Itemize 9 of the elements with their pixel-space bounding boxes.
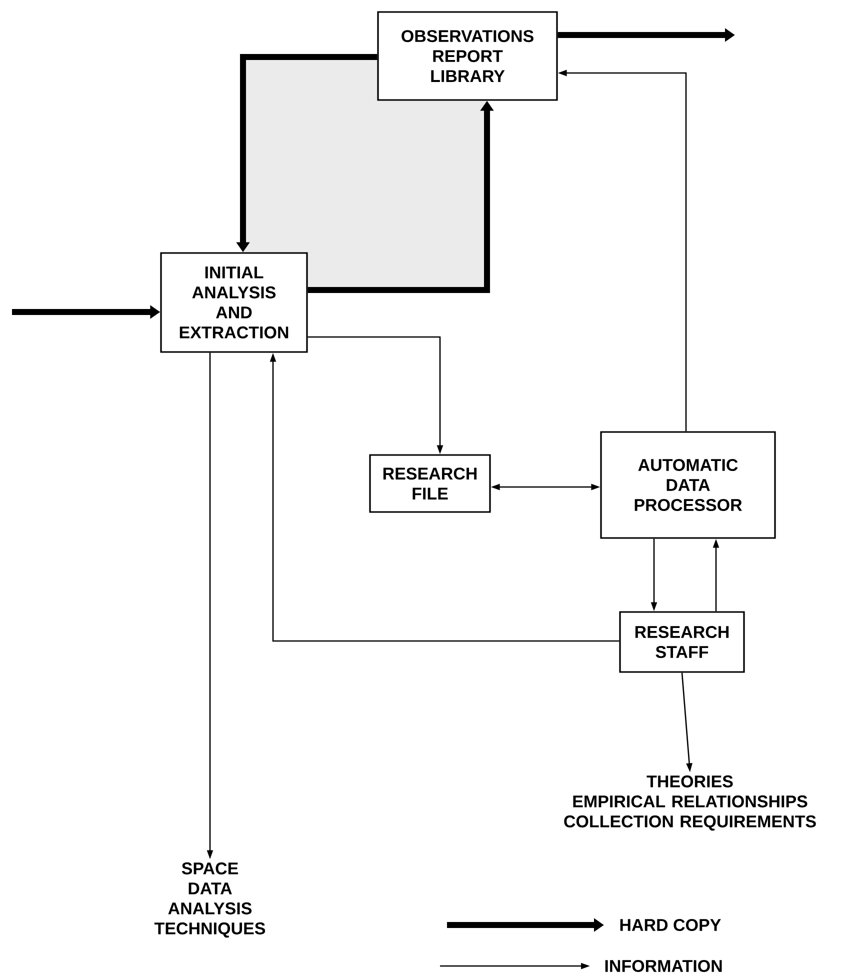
legend-label: HARD COPY: [620, 919, 721, 932]
process-box: RESEARCH STAFF: [619, 611, 745, 673]
output-text: THEORIES EMPIRICAL RELATIONSHIPS COLLECTION REQUIREMENTS: [564, 775, 816, 831]
legend-label: INFORMATION: [605, 960, 722, 972]
process-box: INITIAL ANALYSIS AND EXTRACTION: [160, 252, 308, 353]
process-box: RESEARCH FILE: [369, 454, 491, 513]
process-box: AUTOMATIC DATA PROCESSOR: [600, 431, 776, 539]
output-text: SPACE DATA ANALYSIS TECHNIQUES: [154, 862, 266, 938]
process-box: OBSERVATIONS REPORT LIBRARY: [377, 11, 558, 101]
